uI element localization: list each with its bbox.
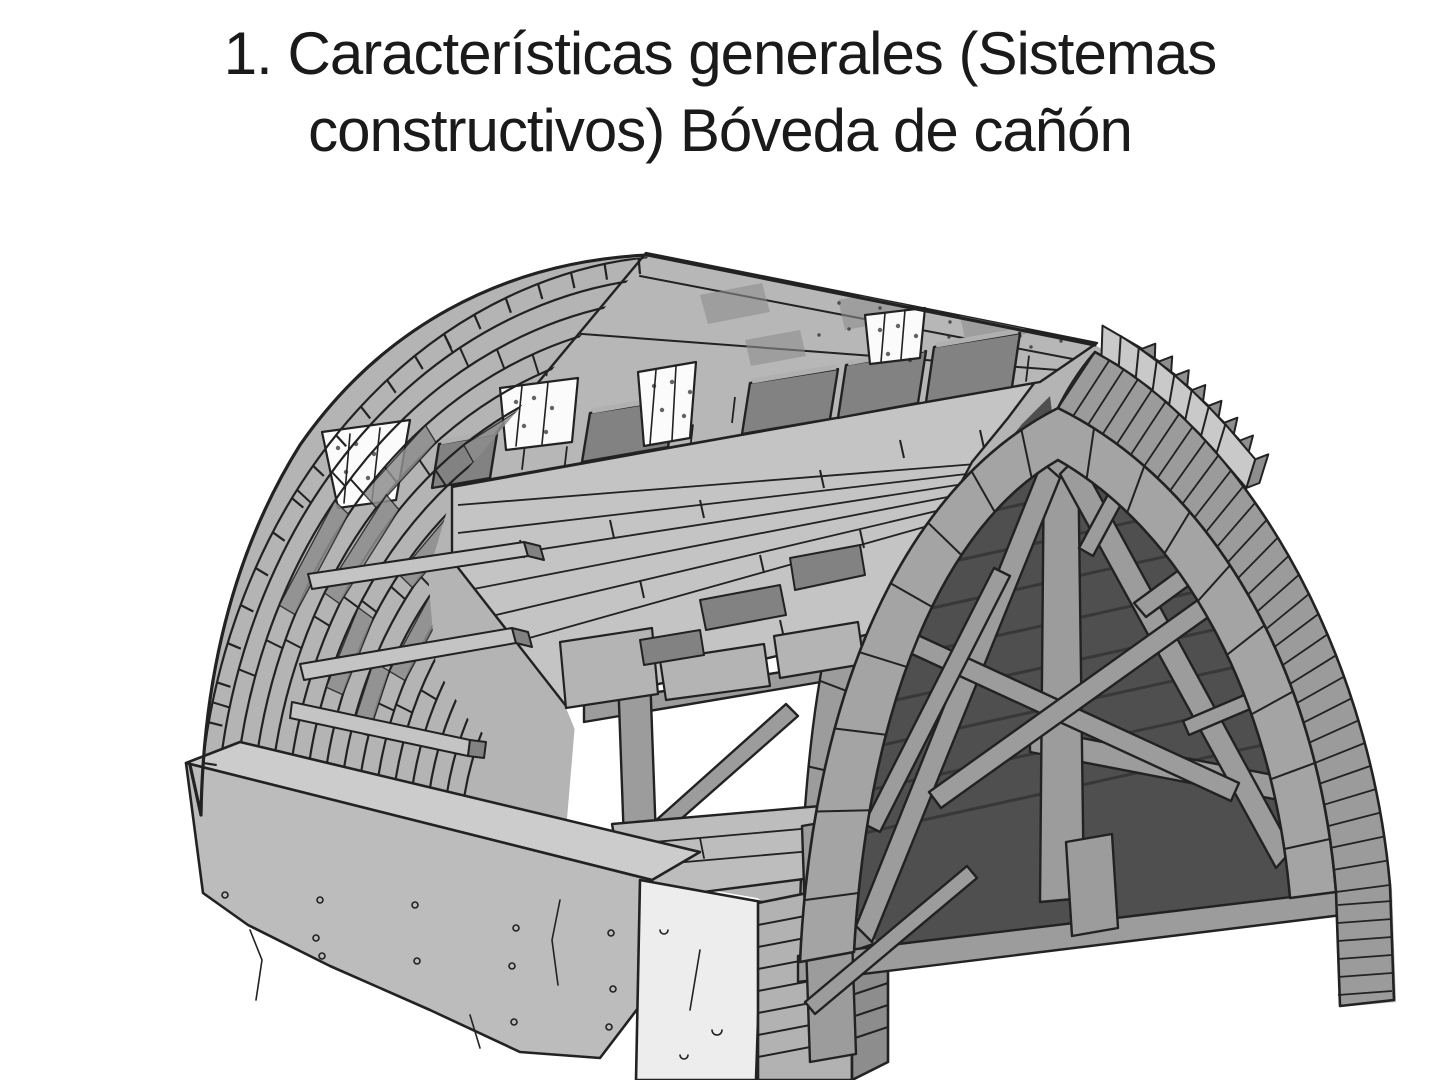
stone-foundation: [184, 740, 702, 1060]
brick-arch-ring: [1056, 350, 1396, 1008]
stepped-bricks-on-ring: [1100, 324, 1270, 489]
centering-truss-rim: [798, 406, 1338, 964]
slide-title: 1. Características generales (Sistemas c…: [0, 16, 1440, 170]
slide-title-line1: 1. Características generales (Sistemas: [223, 20, 1217, 87]
stone-block: [634, 878, 764, 1080]
slide-title-line2: constructivos) Bóveda de cañón: [308, 96, 1133, 164]
formwork-white-patches: [320, 306, 927, 510]
outer-silhouette: [188, 253, 1097, 817]
